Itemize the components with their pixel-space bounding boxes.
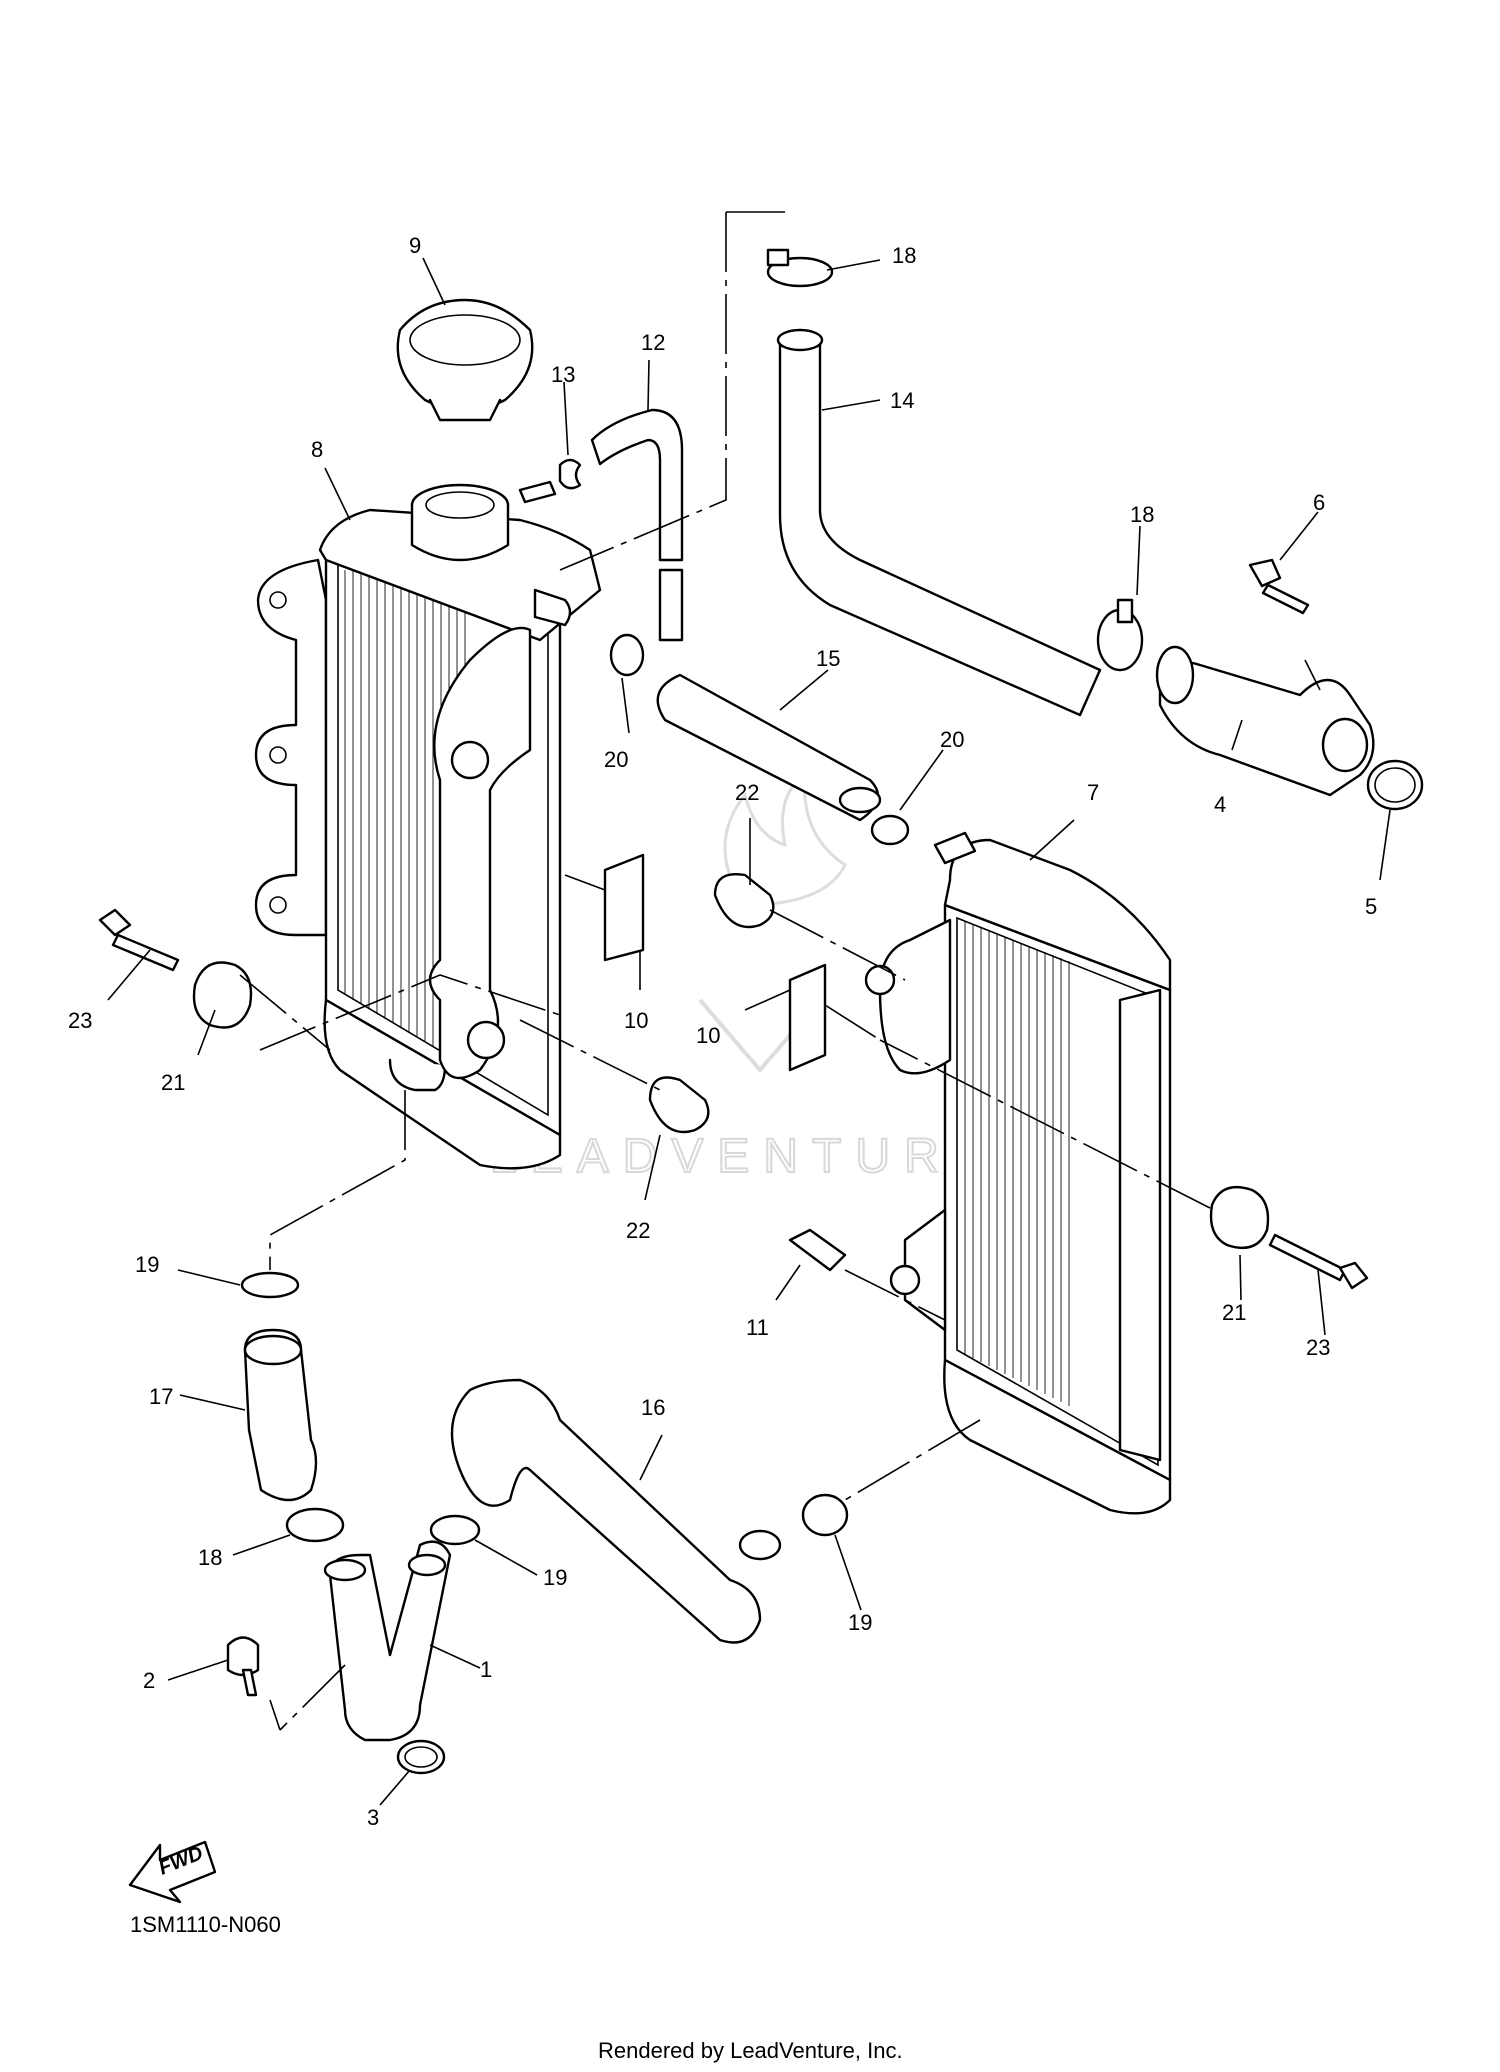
hose-clamp-20-right[interactable] xyxy=(870,814,910,846)
callout-20-left: 20 xyxy=(604,747,628,772)
y-joint-pipe[interactable] xyxy=(323,1540,452,1742)
bolt-2[interactable] xyxy=(226,1636,260,1697)
leader-lines xyxy=(107,257,1391,1806)
hose-clamp-18-bottom[interactable] xyxy=(285,1507,345,1543)
o-ring-5[interactable] xyxy=(1366,759,1424,811)
callout-12: 12 xyxy=(641,330,665,355)
assembly-lines xyxy=(239,211,1321,1731)
short-hose[interactable] xyxy=(656,673,882,822)
grommet-10-left[interactable] xyxy=(603,853,645,962)
callout-22-lower: 22 xyxy=(626,1218,650,1243)
diagram-code: 1SM1110-N060 xyxy=(130,1912,281,1937)
callout-20-right: 20 xyxy=(940,727,964,752)
callout-21-right: 21 xyxy=(1222,1300,1246,1325)
bolt-6[interactable] xyxy=(1248,558,1310,615)
callout-10-right: 10 xyxy=(696,1023,720,1048)
lower-hose-17[interactable] xyxy=(243,1328,318,1502)
lower-hose-16[interactable] xyxy=(450,1378,782,1644)
callout-18-bottom: 18 xyxy=(198,1545,222,1570)
callout-labels: 9 12 13 18 14 8 18 6 15 20 20 4 5 22 7 1… xyxy=(68,233,1377,1830)
fwd-arrow-icon: FWD xyxy=(128,1840,217,1904)
callout-23-right: 23 xyxy=(1306,1335,1330,1360)
water-pipe-elbow[interactable] xyxy=(1155,645,1375,797)
hose-clamp-19-mid[interactable] xyxy=(429,1514,481,1546)
callout-11: 11 xyxy=(746,1315,769,1340)
callout-19-top: 19 xyxy=(135,1252,159,1277)
radiator-cap[interactable] xyxy=(396,298,534,422)
callout-23-left: 23 xyxy=(68,1008,92,1033)
callout-9: 9 xyxy=(409,233,421,258)
callout-8: 8 xyxy=(311,437,323,462)
damper-21-right[interactable] xyxy=(1209,1185,1270,1250)
render-credit: Rendered by LeadVenture, Inc. xyxy=(598,2038,903,2063)
clip[interactable] xyxy=(558,458,582,490)
callout-22-upper: 22 xyxy=(735,780,759,805)
callout-3: 3 xyxy=(367,1805,379,1830)
callout-15: 15 xyxy=(816,646,840,671)
upper-hose[interactable] xyxy=(776,328,1102,717)
callout-18-right: 18 xyxy=(1130,502,1154,527)
right-radiator[interactable] xyxy=(864,831,1172,1515)
callout-10-left: 10 xyxy=(624,1008,648,1033)
callout-4: 4 xyxy=(1214,792,1226,817)
bolt-23-right[interactable] xyxy=(1268,1233,1369,1290)
callout-7: 7 xyxy=(1087,780,1099,805)
hose-clamp-20-left[interactable] xyxy=(609,633,645,677)
hose-clamp-19-right[interactable] xyxy=(801,1493,849,1537)
callout-21-left: 21 xyxy=(161,1070,185,1095)
callout-13: 13 xyxy=(551,362,575,387)
bolt-23-left[interactable] xyxy=(98,908,180,972)
hose-clamp-19-left[interactable] xyxy=(240,1271,300,1299)
damper-21-left[interactable] xyxy=(192,961,253,1029)
callout-14: 14 xyxy=(890,388,914,413)
o-ring-3[interactable] xyxy=(396,1739,446,1775)
collar-22-upper[interactable] xyxy=(713,873,775,929)
callout-19-mid: 19 xyxy=(543,1565,567,1590)
watermark: LEADVENTURE xyxy=(489,772,999,1184)
watermark-text: LEADVENTURE xyxy=(490,1130,999,1183)
callout-17: 17 xyxy=(149,1384,173,1409)
callout-18-top: 18 xyxy=(892,243,916,268)
callout-6: 6 xyxy=(1313,490,1325,515)
callout-19-bottom: 19 xyxy=(848,1610,872,1635)
callout-2: 2 xyxy=(143,1668,155,1693)
hose-clamp-top[interactable] xyxy=(766,248,834,288)
callout-1: 1 xyxy=(480,1657,492,1682)
band-11[interactable] xyxy=(788,1228,847,1272)
callout-5: 5 xyxy=(1365,894,1377,919)
collar-22-lower[interactable] xyxy=(648,1076,710,1134)
overflow-hose[interactable] xyxy=(590,408,684,642)
grommet-10-right[interactable] xyxy=(788,963,827,1072)
callout-16: 16 xyxy=(641,1395,665,1420)
hose-clamp-mid-right[interactable] xyxy=(1096,598,1144,672)
left-radiator[interactable] xyxy=(254,480,602,1170)
